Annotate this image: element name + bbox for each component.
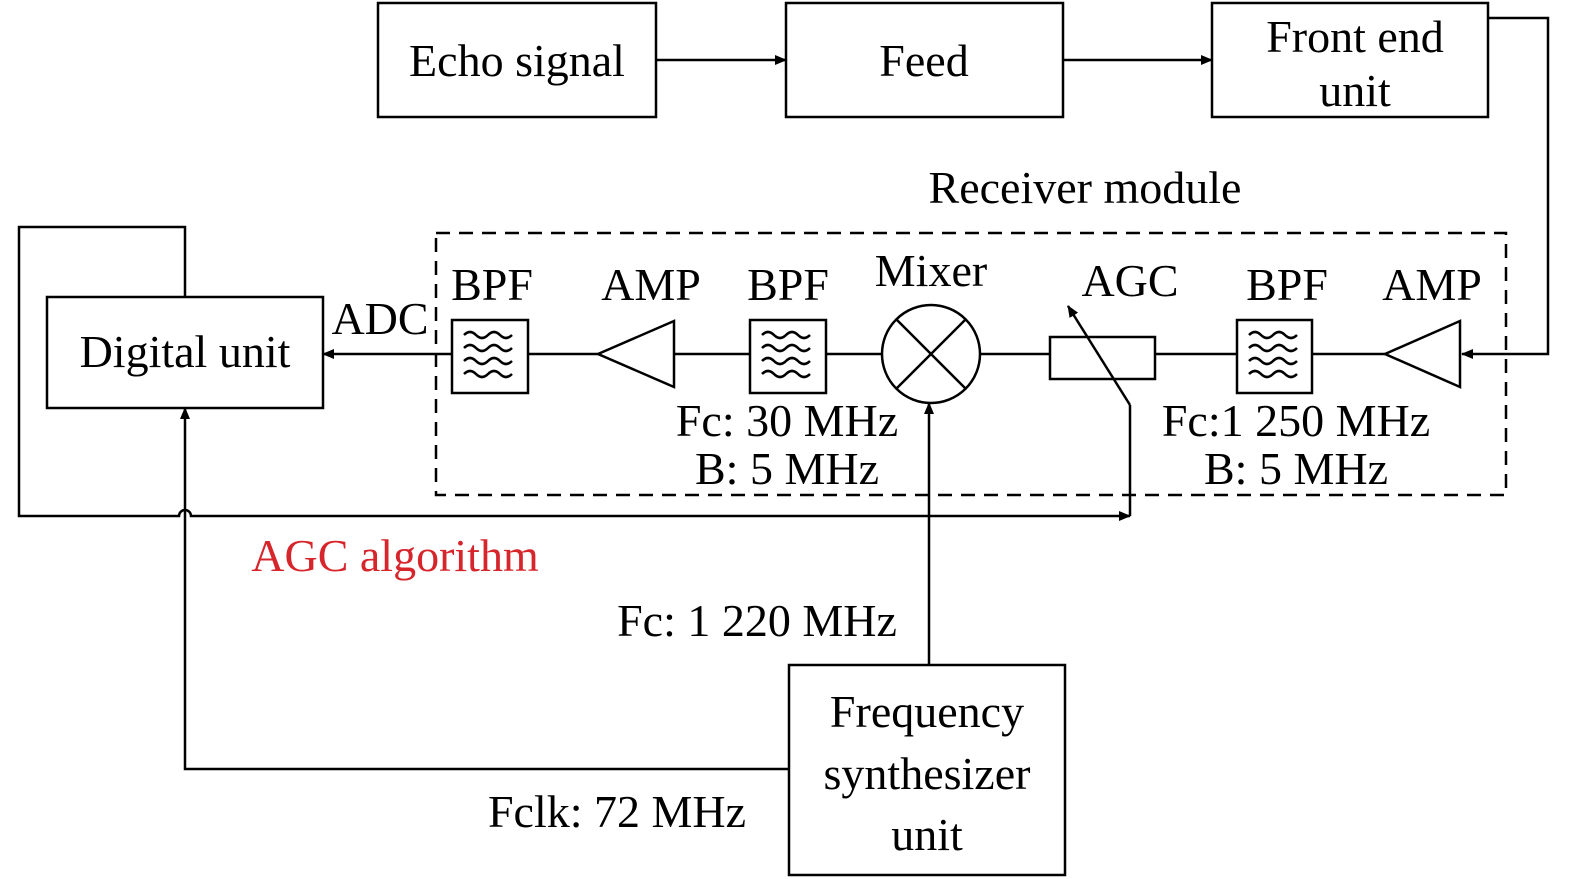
receiver-module-title: Receiver module bbox=[929, 162, 1242, 213]
rf-stage-bandwidth: B: 5 MHz bbox=[1204, 443, 1388, 494]
freq-synth-label-line1: Frequency bbox=[830, 686, 1024, 737]
rf-stage-fc: Fc:1 250 MHz bbox=[1162, 395, 1430, 446]
freq-synth-label-line2: synthesizer bbox=[824, 748, 1031, 799]
bpf-mid: BPF bbox=[747, 259, 829, 395]
front-end-label-line2: unit bbox=[1319, 65, 1391, 116]
digital-unit-block: Digital unit bbox=[45, 295, 325, 410]
front-end-unit-block: Front end unit bbox=[1210, 1, 1490, 119]
amp-right-label: AMP bbox=[1382, 259, 1482, 310]
mixer: Mixer bbox=[875, 245, 987, 405]
bpf-mid-label: BPF bbox=[747, 259, 829, 310]
clock-line-to-digital bbox=[180, 407, 789, 771]
if-stage-fc: Fc: 30 MHz bbox=[676, 395, 898, 446]
feed-block: Feed bbox=[784, 1, 1065, 119]
agc-attenuator: AGC bbox=[1048, 255, 1179, 406]
arrow-frontend-to-receiver bbox=[1461, 16, 1550, 359]
agc-label: AGC bbox=[1081, 255, 1178, 306]
frequency-synthesizer-block: Frequency synthesizer unit bbox=[787, 663, 1067, 877]
adc-label: ADC bbox=[331, 293, 428, 344]
freq-synth-label-line3: unit bbox=[891, 809, 963, 860]
if-stage-bandwidth: B: 5 MHz bbox=[695, 443, 879, 494]
digital-unit-label: Digital unit bbox=[80, 326, 291, 377]
agc-feedback-loop bbox=[17, 225, 1131, 521]
clock-frequency-label: Fclk: 72 MHz bbox=[488, 786, 746, 837]
agc-control-arrow bbox=[1066, 305, 1132, 406]
agc-algorithm-label: AGC algorithm bbox=[251, 530, 539, 581]
mixer-label: Mixer bbox=[875, 245, 987, 296]
amp-right: AMP bbox=[1381, 259, 1482, 389]
front-end-label-line1: Front end bbox=[1266, 11, 1444, 62]
lo-frequency-label: Fc: 1 220 MHz bbox=[617, 595, 897, 646]
feed-label: Feed bbox=[879, 35, 968, 86]
bpf-right-label: BPF bbox=[1246, 259, 1328, 310]
echo-signal-block: Echo signal bbox=[376, 1, 658, 119]
echo-signal-label: Echo signal bbox=[409, 35, 625, 86]
amp-left: AMP bbox=[594, 259, 701, 389]
receiver-module-boundary bbox=[434, 231, 1508, 497]
bpf-left: BPF bbox=[450, 259, 533, 395]
amp-left-label: AMP bbox=[601, 259, 701, 310]
bpf-right: BPF bbox=[1235, 259, 1328, 395]
bpf-left-label: BPF bbox=[451, 259, 533, 310]
